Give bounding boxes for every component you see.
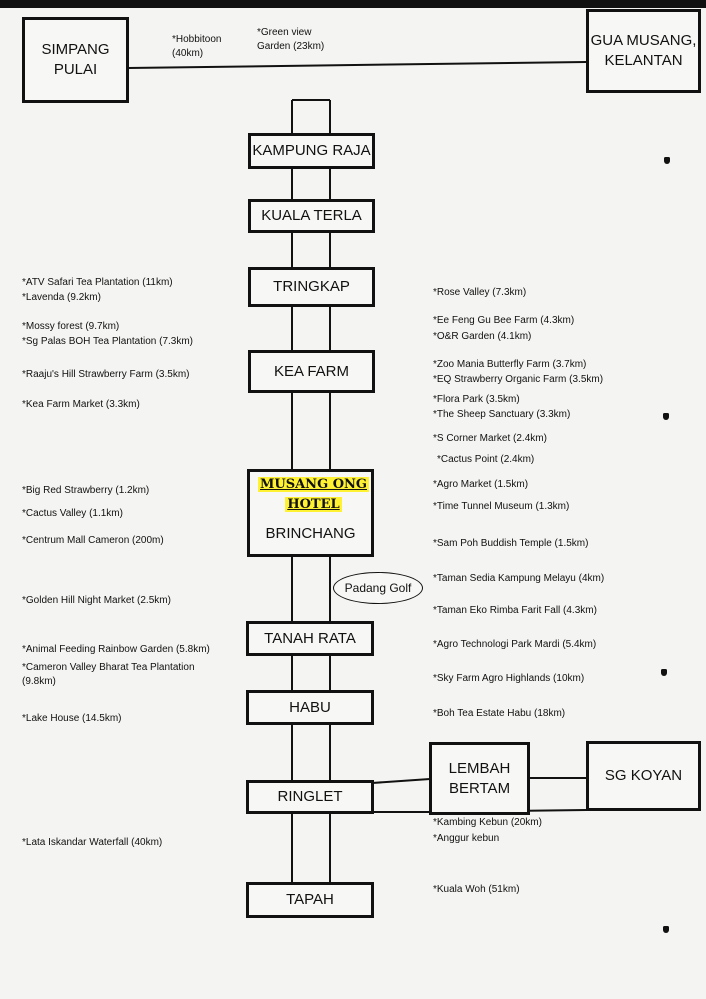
note-right: *Taman Sedia Kampung Melayu (4km) (433, 573, 605, 584)
scan-speck (663, 926, 669, 933)
town-lembah-bertam: LEMBAH BERTAM (429, 742, 530, 815)
note-right: *Agro Technologi Park Mardi (5.4km) (433, 639, 597, 650)
hotel-label: MUSANG ONG HOTEL (256, 475, 371, 515)
top-edge-bar (0, 0, 706, 8)
note-right: *Time Tunnel Museum (1.3km) (433, 501, 570, 512)
scan-speck (664, 157, 670, 164)
note-left: *Lake House (14.5km) (22, 713, 122, 724)
note-left: *Kea Farm Market (3.3km) (22, 399, 140, 410)
note-left: *Sg Palas BOH Tea Plantation (7.3km) (22, 336, 194, 347)
padang-golf-label: Padang Golf (333, 572, 423, 604)
note-right: *Kuala Woh (51km) (433, 884, 520, 895)
hotel-name-line2: HOTEL (285, 497, 342, 512)
town-simpang-pulai: SIMPANG PULAI (22, 17, 129, 103)
note-right: *The Sheep Sanctuary (3.3km) (433, 409, 571, 420)
note-right: *O&R Garden (4.1km) (433, 331, 532, 342)
note-right: *Cactus Point (2.4km) (437, 454, 535, 465)
note-right: *Kambing Kebun (20km) (433, 817, 542, 828)
note-right: *Flora Park (3.5km) (433, 394, 520, 405)
note-left: *Lavenda (9.2km) (22, 292, 101, 303)
note-right: *Ee Feng Gu Bee Farm (4.3km) (433, 315, 575, 326)
note-right: *Boh Tea Estate Habu (18km) (433, 708, 566, 719)
note-right: *Rose Valley (7.3km) (433, 287, 527, 298)
note-left: *Golden Hill Night Market (2.5km) (22, 595, 171, 606)
scan-speck (663, 413, 669, 420)
town-sg-koyan: SG KOYAN (586, 741, 701, 811)
note-left: *Centrum Mall Cameron (200m) (22, 535, 164, 546)
note-right: *S Corner Market (2.4km) (433, 433, 547, 444)
town-kuala-terla: KUALA TERLA (248, 199, 375, 233)
note-left: *Raaju's Hill Strawberry Farm (3.5km) (22, 369, 190, 380)
town-kea-farm: KEA FARM (248, 350, 375, 393)
note-right: *Sam Poh Buddish Temple (1.5km) (433, 538, 589, 549)
town-tanah-rata: TANAH RATA (246, 621, 374, 656)
note-left: *Lata Iskandar Waterfall (40km) (22, 837, 163, 848)
note-green-view: *Green view Garden (23km) (257, 27, 325, 52)
note-right: *Agro Market (1.5km) (433, 479, 529, 490)
note-left: *Animal Feeding Rainbow Garden (5.8km) (22, 644, 210, 655)
note-hobbitoon: *Hobbitoon (40km) (172, 34, 222, 59)
note-right: *Taman Eko Rimba Farit Fall (4.3km) (433, 605, 597, 616)
town-tringkap: TRINGKAP (248, 267, 375, 307)
note-left: *Cameron Valley Bharat Tea Plantation (9… (22, 662, 195, 687)
note-right: *Anggur kebun (433, 833, 500, 844)
scan-speck (661, 669, 667, 676)
town-tapah: TAPAH (246, 882, 374, 918)
note-left: *Mossy forest (9.7km) (22, 321, 120, 332)
note-left: *Cactus Valley (1.1km) (22, 508, 123, 519)
note-right: *Zoo Mania Butterfly Farm (3.7km) (433, 359, 587, 370)
hotel-name-line1: MUSANG ONG (257, 477, 370, 492)
town-kampung-raja: KAMPUNG RAJA (248, 133, 375, 169)
note-left: *ATV Safari Tea Plantation (11km) (22, 277, 173, 288)
town-ringlet: RINGLET (246, 780, 374, 814)
note-left: *Big Red Strawberry (1.2km) (22, 485, 150, 496)
note-right: *EQ Strawberry Organic Farm (3.5km) (433, 374, 604, 385)
note-right: *Sky Farm Agro Highlands (10km) (433, 673, 585, 684)
town-habu: HABU (246, 690, 374, 725)
town-gua-musang: GUA MUSANG, KELANTAN (586, 9, 701, 93)
